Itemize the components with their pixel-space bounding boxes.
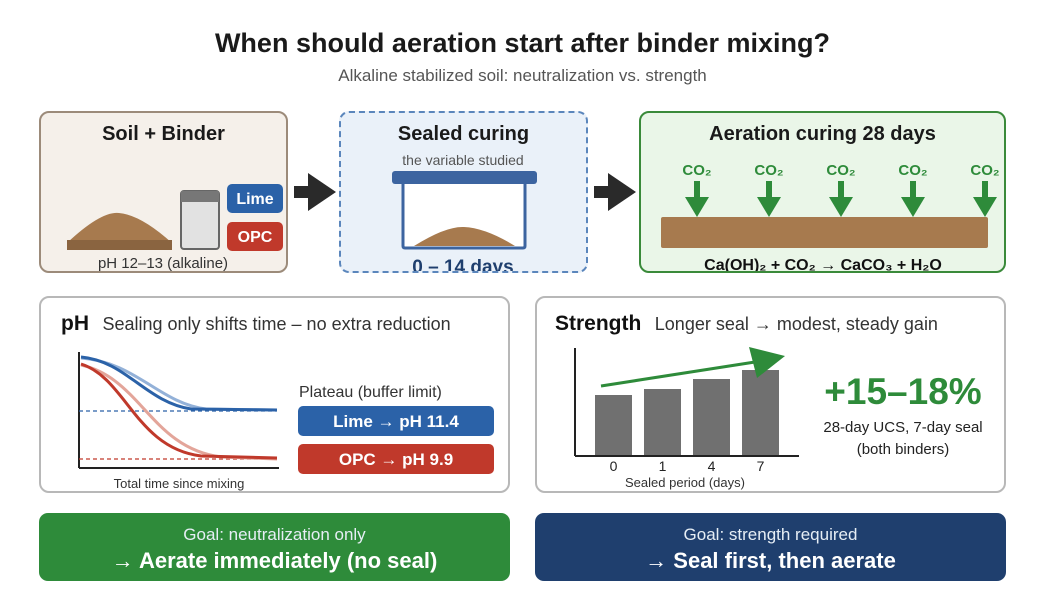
co2-arrow-3: CO₂	[826, 162, 856, 217]
strength-bar-7	[742, 370, 779, 455]
stage-aeration-curing: Aeration curing 28 days CO₂ CO₂ CO₂ CO₂ …	[639, 111, 1006, 273]
aeration-illustration: CO₂ CO₂ CO₂ CO₂ CO₂ Ca(OH)₂ + CO₂ → CaCO…	[661, 162, 1000, 271]
stage-sealed-title: Sealed curing	[397, 123, 530, 145]
flow-arrow-2	[594, 173, 636, 211]
arrow-up-right-icon	[749, 347, 785, 378]
lime-badge-label: Lime	[236, 191, 273, 208]
strength-chart: Strength Longer seal → modest, steady ga…	[555, 312, 983, 490]
stage-soil-title: Soil + Binder	[102, 123, 225, 145]
co2-label: CO₂	[754, 162, 783, 179]
arrow-down-icon	[829, 197, 853, 217]
opc-curve-immediate	[80, 362, 278, 460]
goal-strength-label: Goal: strength required	[683, 525, 858, 544]
strength-panel: Strength Longer seal → modest, steady ga…	[535, 296, 1006, 493]
ph-heading: pH	[61, 312, 89, 335]
strength-bar-4	[693, 379, 730, 455]
ph-panel: pH Sealing only shifts time – no extra r…	[39, 296, 510, 493]
goal-neutralization-action: → Aerate immediately (no seal)	[111, 548, 438, 573]
container-body-icon	[401, 184, 527, 250]
stage-soil-binder: Soil + Binder Lime OPC pH 12–13 (alkalin…	[39, 111, 288, 273]
co2-label: CO₂	[898, 162, 927, 179]
strength-x-axis-label: Sealed period (days)	[625, 475, 745, 490]
soil-layer-icon	[661, 217, 988, 248]
strength-caption: Longer seal → modest, steady gain	[655, 314, 938, 334]
opc-ph-badge	[298, 444, 494, 474]
strength-tick-label: 0	[610, 458, 618, 474]
opc-ph-badge-label: OPC → pH 9.9	[339, 450, 453, 469]
ph-x-axis-label: Total time since mixing	[114, 476, 245, 491]
goal-neutralization-label: Goal: neutralization only	[183, 525, 366, 544]
strength-tick-label: 1	[659, 458, 667, 474]
strength-gain-value: +15–18%	[824, 371, 981, 412]
co2-label: CO₂	[826, 162, 855, 179]
strength-tick-label: 4	[708, 458, 716, 474]
svg-text:Strength Longer seal → m: Strength Longer seal → modest, steady ga…	[555, 312, 938, 335]
strength-tick-label: 7	[757, 458, 765, 474]
arrow-down-icon	[973, 197, 997, 217]
soil-base-slab	[67, 240, 172, 250]
strength-heading: Strength	[555, 312, 641, 335]
carbonation-reaction: Ca(OH)₂ + CO₂ → CaCO₃ + H₂O	[704, 257, 942, 271]
arrow-down-icon	[685, 197, 709, 217]
soil-binder-illustration: Lime OPC pH 12–13 (alkaline)	[67, 184, 283, 271]
stage-sealed-curing: Sealed curing the variable studied 0 – 1…	[339, 111, 588, 273]
strength-trend-arrow	[600, 347, 785, 388]
co2-arrow-1: CO₂	[682, 162, 712, 217]
container-lid-icon	[392, 171, 537, 184]
sealed-soil-icon	[414, 226, 515, 246]
goal-strength-banner: Goal: strength required → Seal first, th…	[535, 513, 1006, 581]
binder-jar-lid	[181, 191, 219, 202]
arrow-down-icon	[901, 197, 925, 217]
arrow-right-icon	[608, 173, 636, 211]
co2-arrow-2: CO₂	[754, 162, 784, 217]
arrow-down-icon	[757, 197, 781, 217]
soil-ph-note: pH 12–13 (alkaline)	[98, 255, 228, 271]
opc-badge-label: OPC	[238, 229, 273, 246]
page-subtitle: Alkaline stabilized soil: neutralization…	[338, 66, 707, 85]
strength-gain-line1: 28-day UCS, 7-day seal	[823, 419, 982, 436]
strength-gain-line2: (both binders)	[857, 441, 950, 458]
co2-label: CO₂	[970, 162, 999, 179]
lime-curve-immediate	[80, 355, 278, 412]
sealed-container-illustration: the variable studied 0 – 14 days	[392, 152, 537, 271]
page-title: When should aeration start after binder …	[214, 28, 831, 58]
opc-curve-sealed	[80, 363, 278, 461]
strength-bar-1	[644, 389, 681, 455]
arrow-right-icon	[308, 173, 336, 211]
lime-ph-badge-label: Lime → pH 11.4	[333, 412, 459, 431]
co2-arrow-4: CO₂	[898, 162, 928, 217]
opc-badge	[227, 222, 283, 251]
co2-arrow-5: CO₂	[970, 162, 1000, 217]
goal-neutralization-banner: Goal: neutralization only → Aerate immed…	[39, 513, 510, 581]
ph-caption: Sealing only shifts time – no extra redu…	[102, 314, 450, 334]
stage-aeration-title: Aeration curing 28 days	[709, 123, 936, 145]
svg-text:pH Sealing only shifts t: pH Sealing only shifts time – no extra r…	[61, 312, 451, 335]
strength-bar-0	[595, 395, 632, 455]
ph-plateau-label: Plateau (buffer limit)	[299, 384, 442, 401]
sealed-duration: 0 – 14 days	[412, 257, 513, 271]
ph-chart: pH Sealing only shifts time – no extra r…	[61, 312, 494, 491]
lime-ph-badge	[298, 406, 494, 436]
soil-mound-icon	[67, 212, 172, 243]
stage-sealed-subtitle: the variable studied	[402, 152, 523, 168]
co2-label: CO₂	[682, 162, 711, 179]
lime-badge	[227, 184, 283, 213]
flow-arrow-1	[294, 173, 336, 211]
goal-strength-action: → Seal first, then aerate	[645, 548, 896, 573]
